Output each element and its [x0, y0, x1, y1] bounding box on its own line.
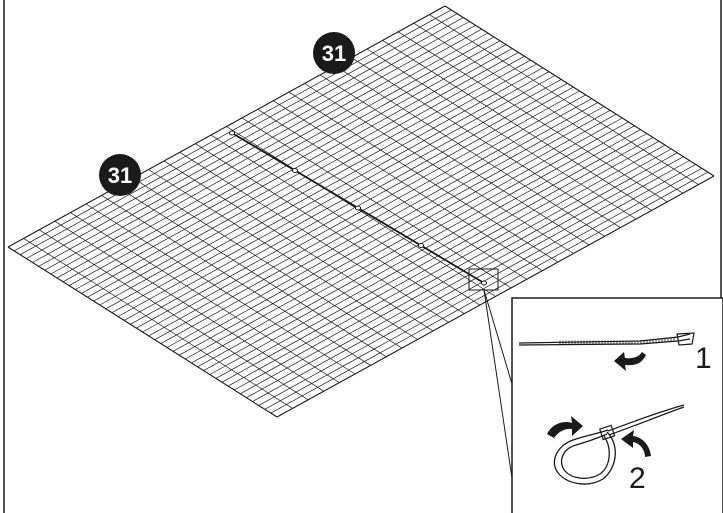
pull-arrow-right-icon: [621, 430, 651, 457]
mesh-wire: [351, 57, 621, 228]
mesh-wire: [382, 40, 652, 211]
cable-tie-marker: [291, 168, 299, 173]
mesh-wire: [23, 238, 293, 409]
pull-arrow-left-icon: [547, 416, 583, 438]
mesh-wire: [132, 177, 403, 349]
cable-tie-straight: [518, 332, 695, 346]
part-badge-label: 31: [108, 163, 132, 188]
mesh-wire: [444, 5, 715, 177]
step-1-label: 1: [695, 342, 712, 375]
cable-tie-marker: [417, 243, 425, 248]
bend-arrow-icon: [614, 352, 646, 371]
mesh-seam: [228, 130, 488, 286]
mesh-wire: [319, 74, 590, 246]
mesh-wire: [7, 246, 278, 418]
mesh-wire: [101, 195, 371, 366]
mesh-wire: [179, 152, 449, 323]
zoom-leader-line: [483, 289, 513, 479]
mesh-wire: [413, 22, 683, 194]
mesh-wire: [398, 31, 668, 203]
mesh-wire: [335, 66, 605, 237]
part-badge-left: 31: [99, 154, 141, 196]
mesh-wire: [288, 91, 559, 263]
mesh-wire: [241, 117, 512, 289]
mesh-wire: [85, 203, 356, 375]
cable-tie-marker: [480, 280, 488, 286]
mesh-wire: [366, 48, 637, 220]
mesh-wire: [273, 100, 543, 271]
mesh-wire: [117, 186, 387, 358]
zoom-leader-line: [483, 289, 513, 385]
mesh-wire: [257, 109, 527, 280]
part-badge-top: 31: [313, 32, 355, 74]
mesh-wire: [226, 126, 496, 297]
mesh-wire: [70, 212, 340, 383]
mesh-wire: [54, 220, 324, 392]
zoom-source-box: [468, 268, 499, 291]
mesh-wire: [148, 169, 418, 340]
detail-inset-frame: [511, 297, 723, 513]
mesh-wire: [39, 229, 309, 401]
cable-tie-marker: [228, 130, 236, 136]
cable-tie-marker: [354, 205, 362, 211]
mesh-wire: [163, 160, 434, 332]
detail-inset: 1 2: [511, 297, 723, 513]
mesh-wire: [210, 134, 481, 306]
mesh-wire: [429, 14, 699, 185]
mesh-wire: [304, 83, 574, 254]
step-2-label: 2: [629, 462, 646, 495]
part-badge-label: 31: [322, 41, 346, 66]
cable-tie-loop: [553, 404, 685, 485]
mesh-wire: [195, 143, 465, 314]
